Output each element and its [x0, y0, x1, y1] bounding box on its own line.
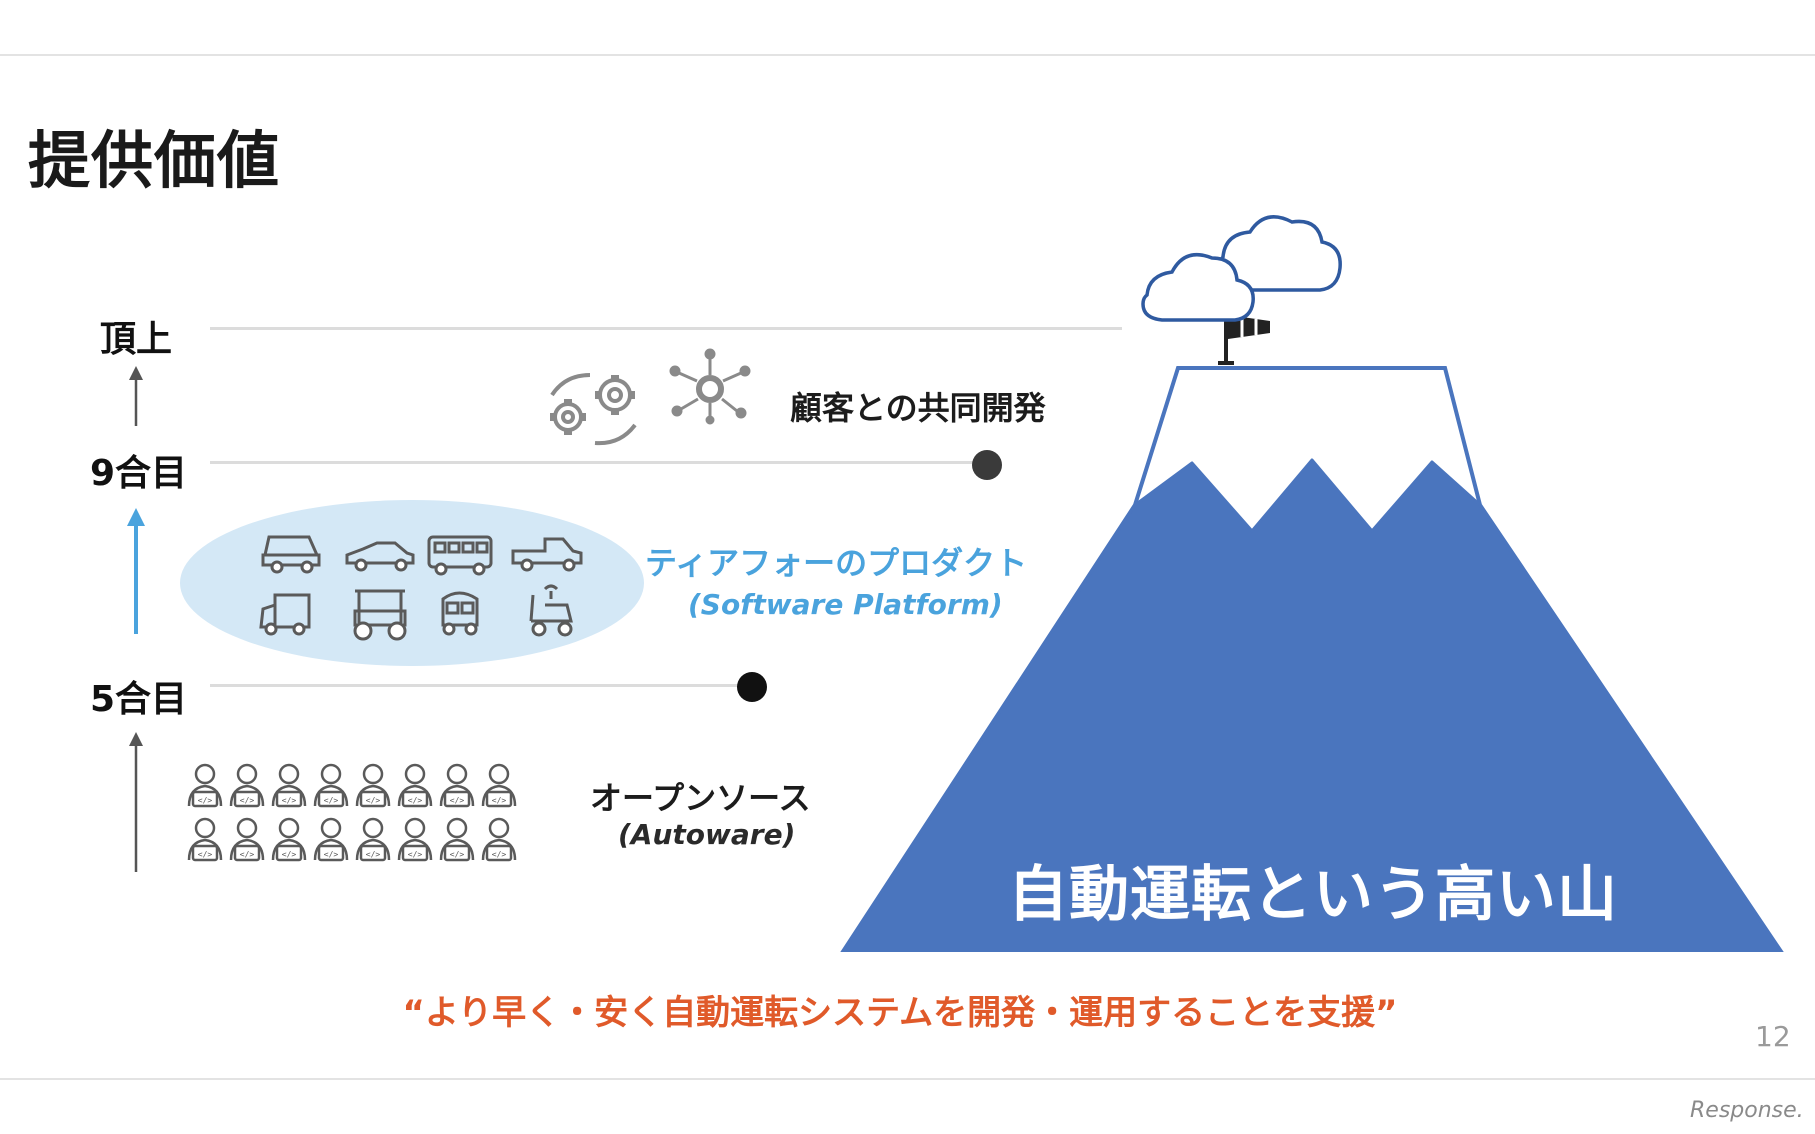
developer-person-icon: </> — [439, 763, 475, 808]
product-sub-label: (Software Platform) — [688, 588, 1003, 621]
sports-car-icon — [345, 541, 415, 572]
developer-person-icon: </> — [439, 817, 475, 862]
developer-person-icon: </> — [481, 817, 517, 862]
svg-text:</>: </> — [324, 850, 339, 859]
svg-text:</>: </> — [492, 796, 507, 805]
developer-person-icon: </> — [229, 763, 265, 808]
arrow-up-icon — [129, 732, 143, 872]
developer-person-icon: </> — [397, 763, 433, 808]
svg-text:</>: </> — [450, 850, 465, 859]
top-rule — [0, 54, 1815, 56]
svg-text:</>: </> — [408, 796, 423, 805]
level-summit-label: 頂上 — [100, 319, 173, 360]
developer-person-icon: </> — [271, 817, 307, 862]
developer-person-icon: </> — [313, 763, 349, 808]
page-number: 12 — [1755, 1020, 1791, 1053]
level-ninth-label: 9合目 — [90, 453, 188, 494]
tuk-tuk-icon — [441, 591, 479, 636]
fifth-line — [210, 684, 750, 687]
level-fifth-label: 5合目 — [90, 679, 188, 720]
bus-icon — [427, 535, 493, 576]
gears-cycle-icon — [550, 373, 637, 446]
ninth-line — [210, 461, 985, 464]
ninth-marker-dot — [972, 450, 1002, 480]
developer-person-icon: </> — [481, 763, 517, 808]
mountain-illustration — [840, 215, 1784, 952]
delivery-truck-icon — [259, 593, 311, 636]
blue-arrow-up-icon — [127, 508, 145, 634]
robot-cart-icon — [529, 584, 573, 637]
arrow-up-icon — [129, 366, 143, 426]
developer-person-icon: </> — [187, 817, 223, 862]
svg-text:</>: </> — [282, 850, 297, 859]
svg-text:</>: </> — [408, 850, 423, 859]
pickup-truck-icon — [511, 537, 583, 572]
tagline: “より早く・安く自動運転システムを開発・運用することを支援” — [402, 993, 1398, 1033]
product-ellipse — [180, 500, 644, 666]
developer-person-icon: </> — [229, 817, 265, 862]
gear-network-icon — [669, 348, 751, 425]
bottom-rule — [0, 1078, 1815, 1080]
svg-text:</>: </> — [198, 850, 213, 859]
svg-text:</>: </> — [198, 796, 213, 805]
developer-person-icon: </> — [313, 817, 349, 862]
van-icon — [261, 535, 321, 574]
developer-person-icon: </> — [355, 817, 391, 862]
developer-person-icon: </> — [271, 763, 307, 808]
summit-line — [210, 327, 1122, 330]
customer-codev-label: 顧客との共同開発 — [790, 389, 1046, 427]
developer-person-icon: </> — [397, 817, 433, 862]
slide-title: 提供価値 — [28, 124, 281, 197]
mountain-label: 自動運転という高い山 — [1008, 860, 1618, 930]
svg-text:</>: </> — [366, 796, 381, 805]
product-label: ティアフォーのプロダクト — [645, 544, 1028, 582]
mountain-blue-fill — [842, 458, 1782, 952]
svg-text:</>: </> — [366, 850, 381, 859]
golf-cart-icon — [353, 589, 407, 641]
opensource-sub-label: (Autoware) — [618, 818, 796, 851]
svg-text:</>: </> — [240, 796, 255, 805]
developer-icons-grid: </> </> </> </> </> </> </> </> </> </> </> </> </> <… — [187, 763, 517, 862]
watermark: Response. — [1690, 1098, 1804, 1123]
vehicle-icons-grid — [259, 535, 583, 641]
svg-text:</>: </> — [240, 850, 255, 859]
svg-text:</>: </> — [324, 796, 339, 805]
progress-arrows — [127, 366, 145, 872]
developer-person-icon: </> — [187, 763, 223, 808]
svg-text:</>: </> — [450, 796, 465, 805]
svg-text:</>: </> — [492, 850, 507, 859]
fifth-marker-dot — [737, 672, 767, 702]
cloud-icon — [1141, 215, 1342, 322]
svg-text:</>: </> — [282, 796, 297, 805]
opensource-label: オープンソース — [590, 779, 811, 817]
developer-person-icon: </> — [355, 763, 391, 808]
